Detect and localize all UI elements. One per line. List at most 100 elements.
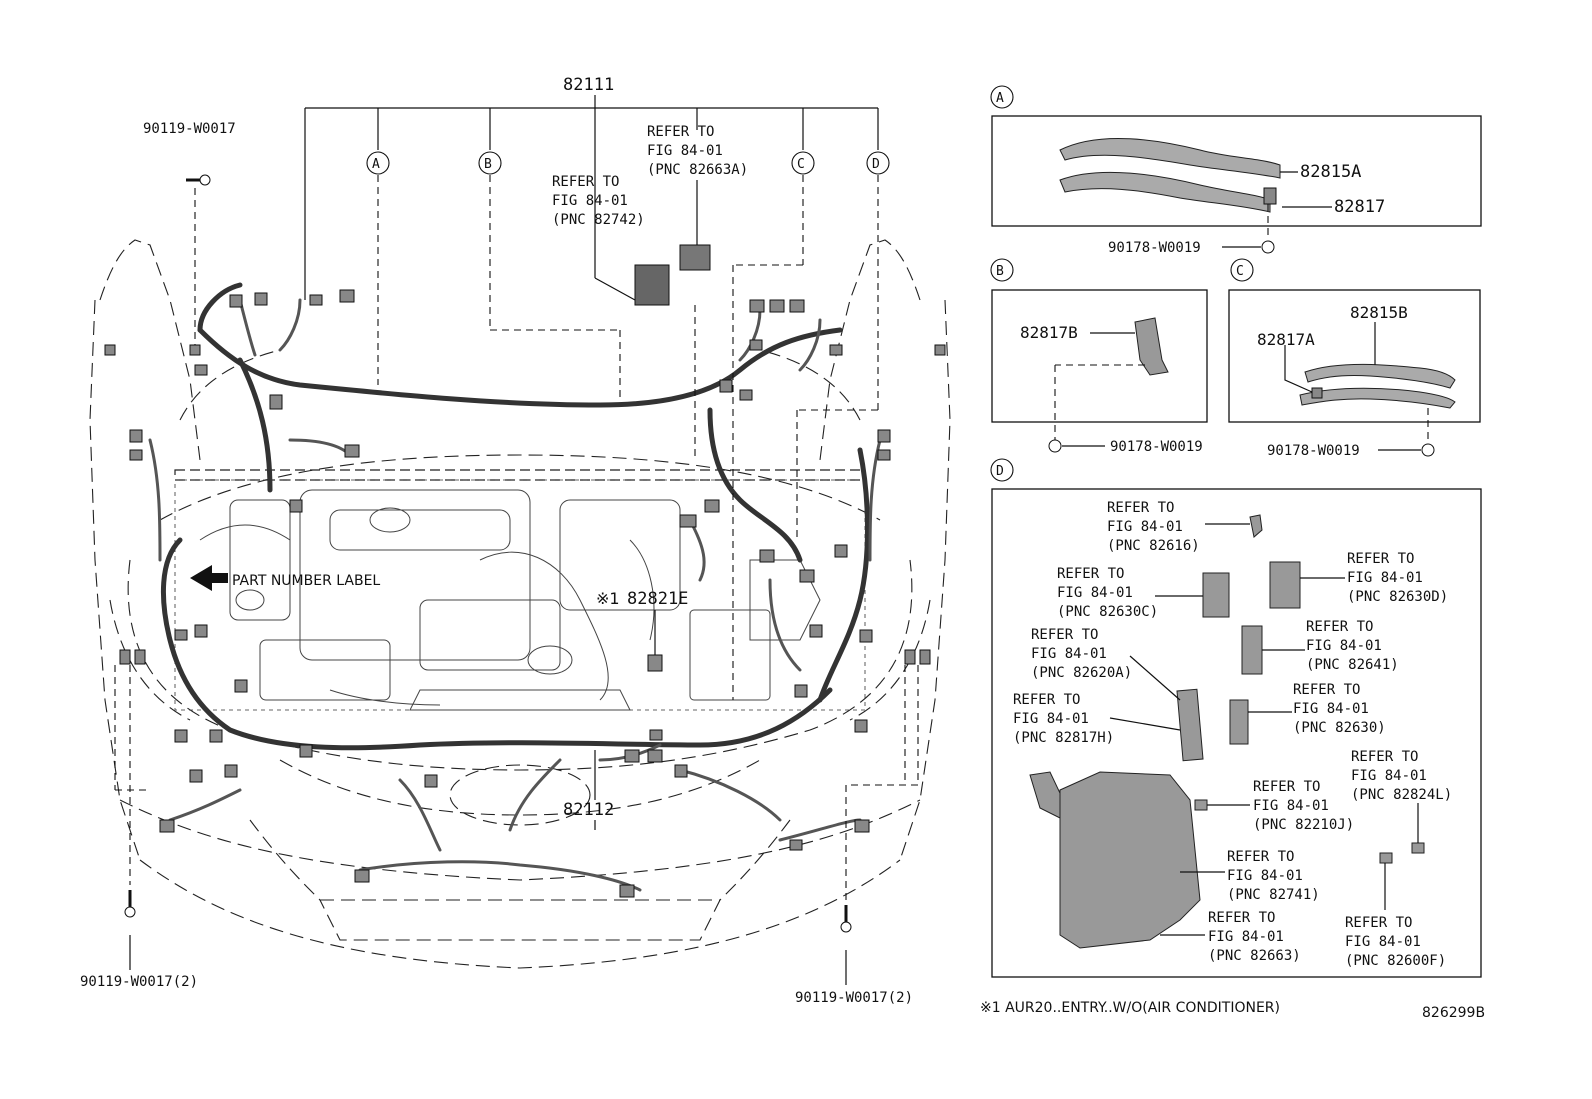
detail-d-refer-3-line-2: FIG 84-01 (1347, 570, 1423, 586)
detail-b-part: 82817B (1020, 323, 1078, 342)
detail-d-refer-9-line-1: REFER TO (1253, 779, 1320, 795)
detail-c-part-2: 82817A (1257, 330, 1315, 349)
bolt-bottom-left-icon (124, 890, 136, 918)
detail-d-refer-7-line-1: REFER TO (1293, 682, 1360, 698)
detail-a-part-1: 82815A (1300, 162, 1361, 182)
detail-b-letter: B (996, 264, 1004, 279)
detail-b-clip (1134, 317, 1169, 376)
callout-d-circle (866, 151, 890, 175)
detail-d-refer-5-line-1: REFER TO (1306, 619, 1373, 635)
refer-top-right: REFER TO FIG 84-01 (PNC 82663A) (647, 124, 748, 178)
refer-line-3: (PNC 82742) (552, 212, 645, 228)
detail-d-refer-8-line-2: FIG 84-01 (1351, 768, 1427, 784)
detail-d-refer-4-line-2: FIG 84-01 (1031, 646, 1107, 662)
detail-d-refer-9-line-2: FIG 84-01 (1253, 798, 1329, 814)
refer-top-left: REFER TO FIG 84-01 (PNC 82742) (552, 174, 645, 228)
callout-c-letter: C (797, 157, 805, 172)
detail-d-refer-6-line-1: REFER TO (1013, 692, 1080, 708)
detail-a: A 82815A 82817 90178-W0019 (990, 85, 1482, 256)
detail-d-refer-11-line-2: FIG 84-01 (1208, 929, 1284, 945)
detail-d-refer-10-line-2: FIG 84-01 (1227, 868, 1303, 884)
detail-d-refer-10-line-3: (PNC 82741) (1227, 887, 1320, 903)
detail-a-bolt-icon (1261, 240, 1275, 254)
detail-d-refer-11-line-3: (PNC 82663) (1208, 948, 1301, 964)
callout-c-circle (791, 151, 815, 175)
bolt-bottom-right-icon (840, 905, 852, 933)
detail-b-circle (990, 258, 1014, 282)
callout-b-letter: B (484, 157, 492, 172)
detail-c: C 82815B 82817A 90178-W0019 (1228, 258, 1481, 459)
detail-d-refer-9-line-3: (PNC 82210J) (1253, 817, 1354, 833)
detail-a-part-2: 82817 (1334, 197, 1385, 217)
detail-c-bolt: 90178-W0019 (1267, 443, 1360, 459)
bolt-top-left-icon (186, 174, 211, 186)
detail-d-refer-5-line-3: (PNC 82641) (1306, 657, 1399, 673)
detail-d-letter: D (996, 464, 1004, 479)
detail-c-frame (1228, 289, 1481, 423)
detail-a-harness-2 (1059, 171, 1271, 213)
detail-d-refer-7-line-3: (PNC 82630) (1293, 720, 1386, 736)
refer-line-1: REFER TO (552, 174, 619, 190)
callout-a-circle (366, 151, 390, 175)
detail-c-circle (1230, 258, 1254, 282)
detail-c-harness-2 (1299, 387, 1456, 409)
detail-d-refer-1-line-3: (PNC 82616) (1107, 538, 1200, 554)
detail-c-bolt-icon (1421, 443, 1435, 457)
detail-a-bolt: 90178-W0019 (1108, 240, 1201, 256)
detail-a-frame (991, 115, 1482, 227)
part-number-label-text: PART NUMBER LABEL (232, 573, 380, 589)
callout-d-letter: D (872, 157, 880, 172)
detail-b-bolt-icon (1048, 439, 1062, 453)
detail-d-refer-5-line-2: FIG 84-01 (1306, 638, 1382, 654)
detail-d-refer-12-line-2: FIG 84-01 (1345, 934, 1421, 950)
detail-d-refer-4-line-1: REFER TO (1031, 627, 1098, 643)
footnote: ※1 AUR20..ENTRY..W/O(AIR CONDITIONER) (980, 1000, 1280, 1016)
detail-d-refer-2-line-3: (PNC 82630C) (1057, 604, 1158, 620)
detail-c-harness-1 (1304, 363, 1456, 389)
detail-d-refer-6-line-3: (PNC 82817H) (1013, 730, 1114, 746)
figure-code: 826299B (1422, 1005, 1485, 1021)
detail-d-refer-8-line-3: (PNC 82824L) (1351, 787, 1452, 803)
detail-d-refer-3-line-1: REFER TO (1347, 551, 1414, 567)
detail-a-circle (990, 85, 1014, 109)
detail-d-refer-11-line-1: REFER TO (1208, 910, 1275, 926)
detail-c-letter: C (1236, 264, 1244, 279)
detail-d-frame (991, 488, 1482, 978)
main-harness-label: 82111 (563, 75, 614, 95)
detail-d-refer-12-line-3: (PNC 82600F) (1345, 953, 1446, 969)
detail-d-refer-8-line-1: REFER TO (1351, 749, 1418, 765)
detail-d-refer-1-line-2: FIG 84-01 (1107, 519, 1183, 535)
callout-b-circle (478, 151, 502, 175)
detail-c-clip (1311, 387, 1323, 399)
bolt-bottom-right-label: 90119-W0017(2) (795, 990, 913, 1006)
detail-a-clip (1263, 187, 1277, 205)
detail-d-refer-4-line-3: (PNC 82620A) (1031, 665, 1132, 681)
detail-b-bolt: 90178-W0019 (1110, 439, 1203, 455)
detail-c-part-1: 82815B (1350, 303, 1408, 322)
callout-a-letter: A (372, 157, 380, 172)
detail-d: D REFER TO FIG 84-01 (990, 458, 1482, 978)
bolt-bottom-left-label: 90119-W0017(2) (80, 974, 198, 990)
detail-d-refer-12-line-1: REFER TO (1345, 915, 1412, 931)
detail-a-letter: A (996, 91, 1004, 106)
note-part-label: 82821E (627, 589, 688, 609)
sub-harness-label: 82112 (563, 800, 614, 820)
detail-d-refer-2-line-2: FIG 84-01 (1057, 585, 1133, 601)
detail-b: B 82817B 90178-W0019 (990, 258, 1208, 455)
detail-a-harness-1 (1059, 138, 1281, 179)
detail-d-refer-3-line-3: (PNC 82630D) (1347, 589, 1448, 605)
detail-d-circle (990, 458, 1014, 482)
engine-bay-illustration (89, 95, 951, 985)
detail-b-frame (991, 289, 1208, 423)
note-marker: ※1 (596, 589, 620, 608)
refer-line-2: FIG 84-01 (647, 143, 723, 159)
detail-d-refer-1-line-1: REFER TO (1107, 500, 1174, 516)
refer-line-1: REFER TO (647, 124, 714, 140)
detail-d-refer-10-line-1: REFER TO (1227, 849, 1294, 865)
refer-line-2: FIG 84-01 (552, 193, 628, 209)
bolt-top-left-label: 90119-W0017 (143, 121, 236, 137)
detail-d-refer-2-line-1: REFER TO (1057, 566, 1124, 582)
refer-line-3: (PNC 82663A) (647, 162, 748, 178)
